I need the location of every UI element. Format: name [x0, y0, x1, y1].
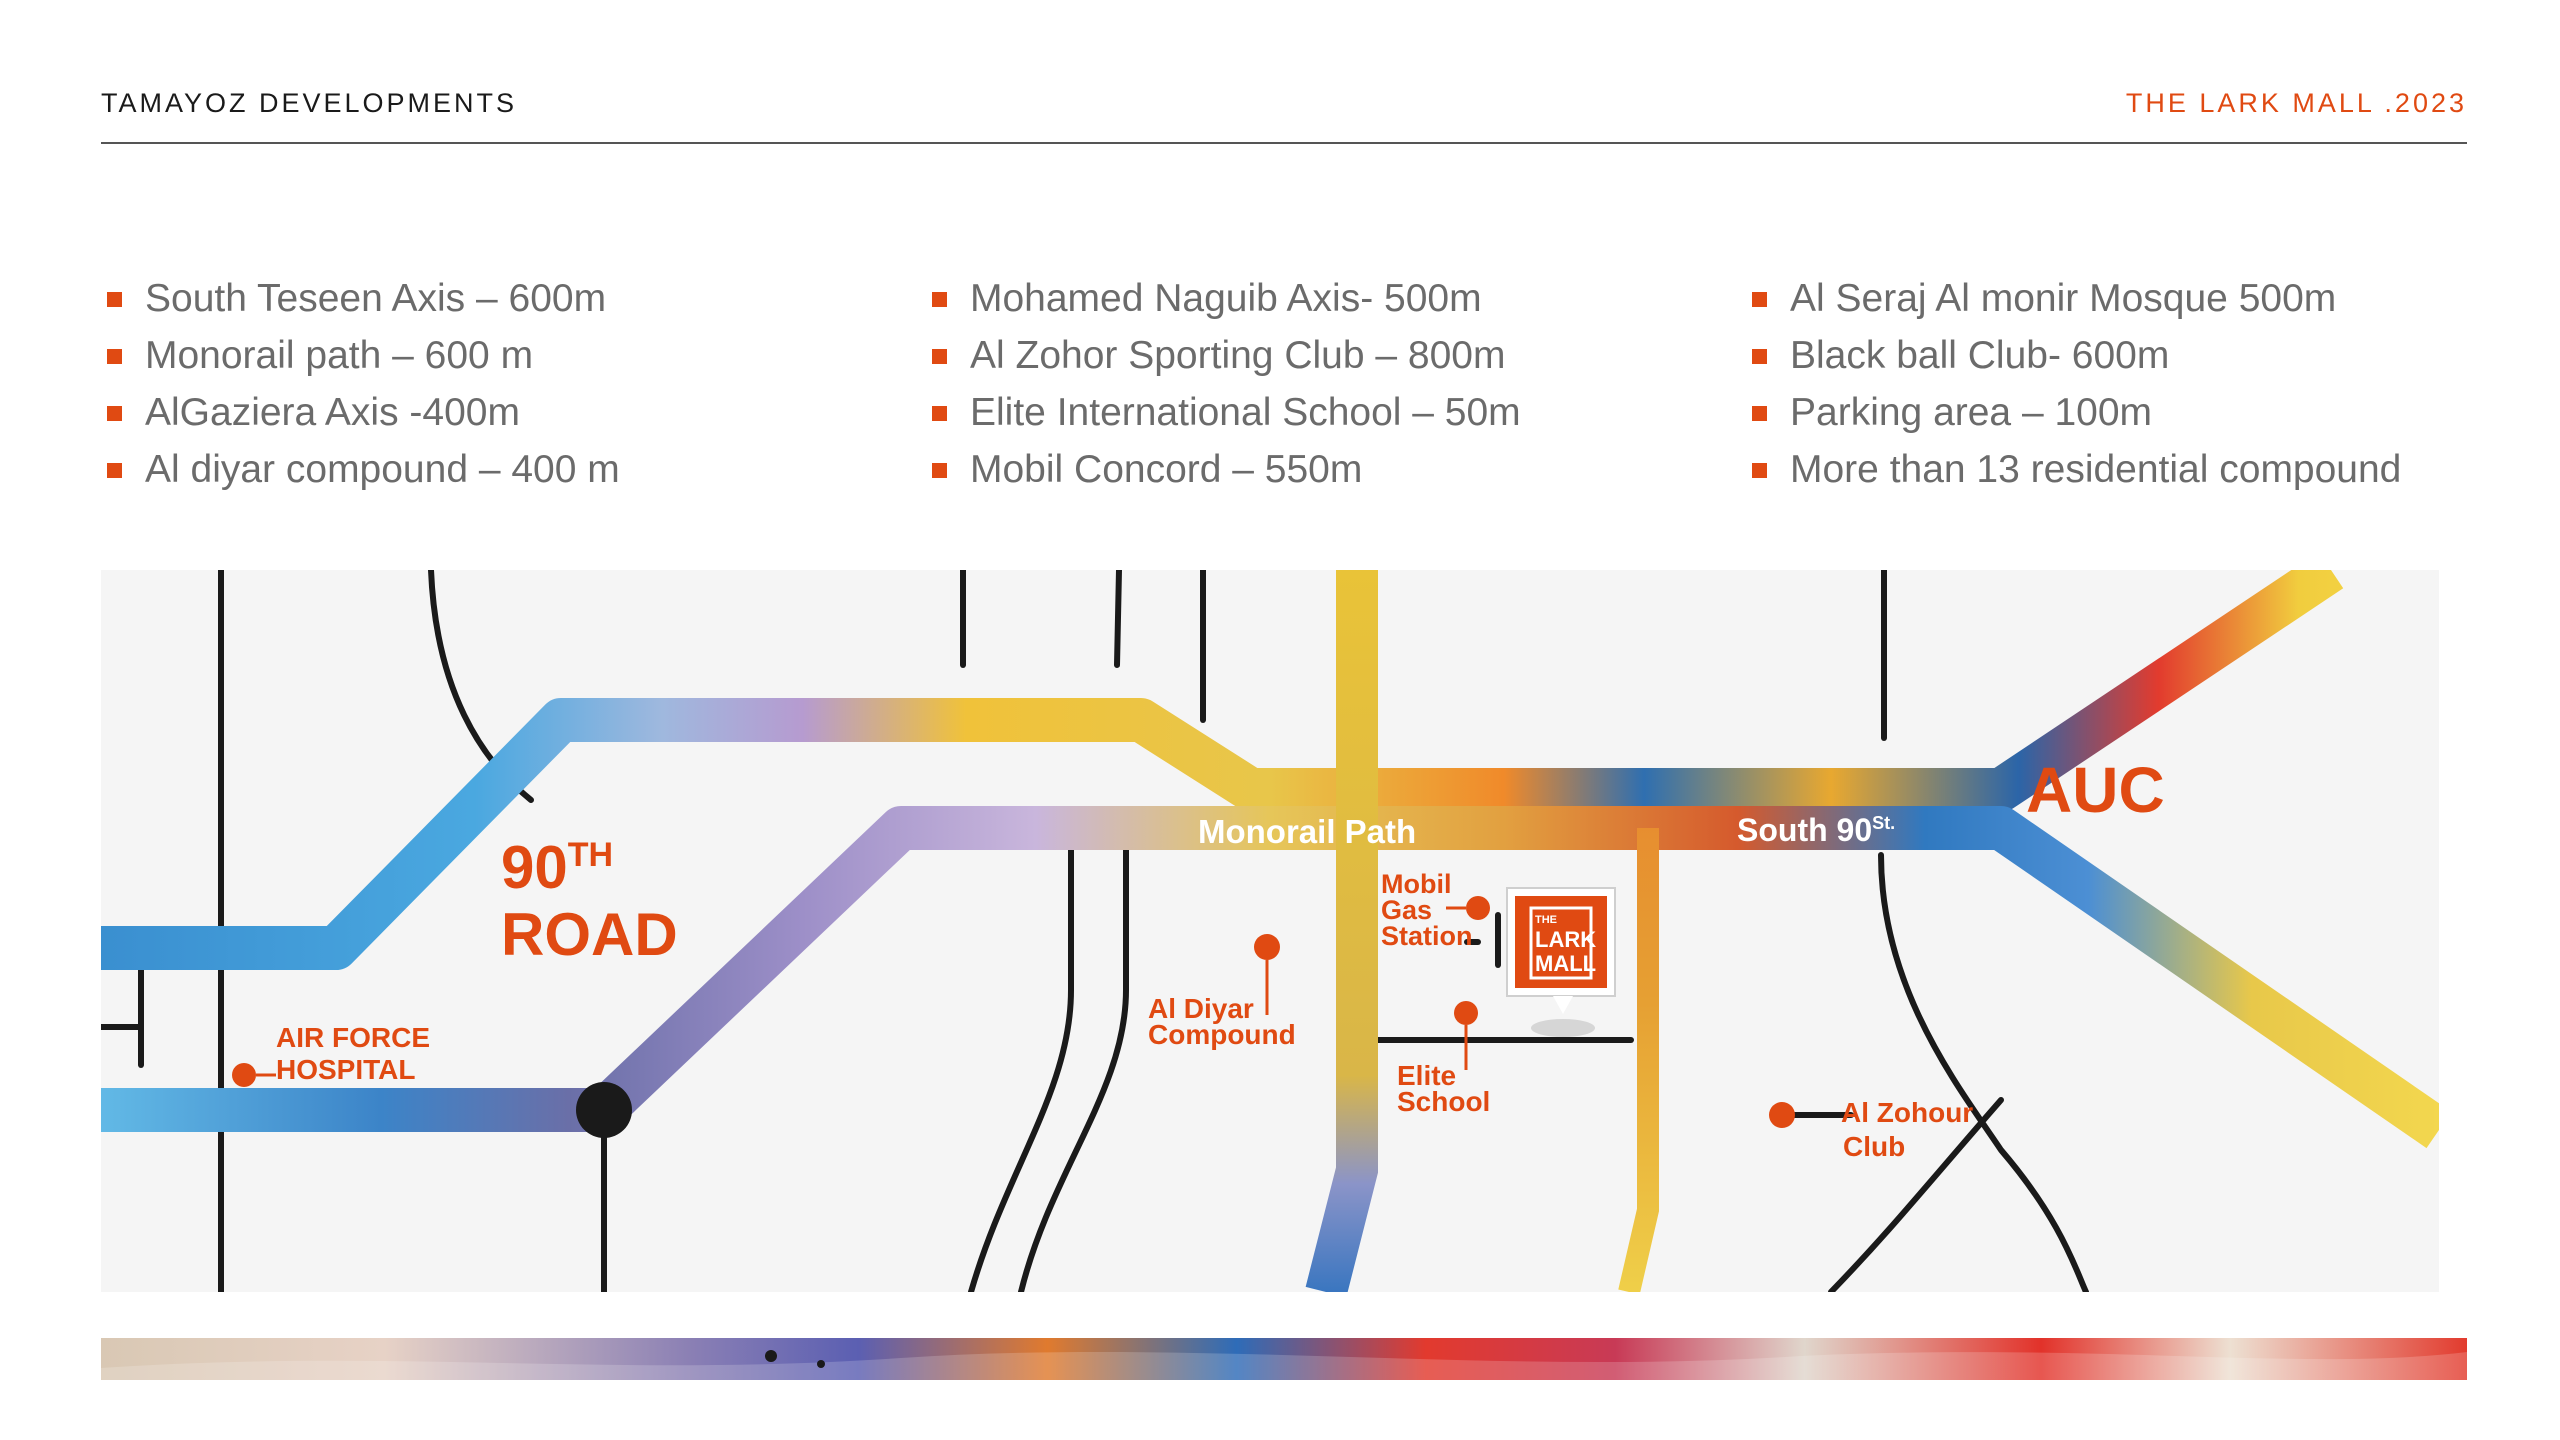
- svg-text:Gas: Gas: [1381, 895, 1432, 925]
- list-item: Monorail path – 600 m: [101, 327, 901, 384]
- road-90th-label: 90TH: [501, 834, 613, 901]
- list-item: Parking area – 100m: [1746, 384, 2546, 441]
- junction-dot: [576, 1082, 632, 1138]
- minor-roads: [101, 570, 2089, 1292]
- list-item: Al diyar compound – 400 m: [101, 441, 901, 498]
- bullet-square-icon: [1752, 406, 1767, 421]
- list-item: Al Zohor Sporting Club – 800m: [926, 327, 1726, 384]
- list-item: Mohamed Naguib Axis- 500m: [926, 270, 1726, 327]
- bullet-square-icon: [932, 406, 947, 421]
- company-name: TAMAYOZ DEVELOPMENTS: [101, 88, 518, 118]
- svg-text:Al Diyar: Al Diyar: [1148, 993, 1254, 1024]
- distance-list: South Teseen Axis – 600m Monorail path –…: [101, 270, 2461, 500]
- distance-column-2: Mohamed Naguib Axis- 500m Al Zohor Sport…: [926, 270, 1726, 498]
- bullet-square-icon: [1752, 463, 1767, 478]
- poi-air-force-hospital: AIR FORCE HOSPITAL: [232, 1022, 430, 1087]
- svg-text:Station: Station: [1381, 921, 1473, 951]
- svg-text:HOSPITAL: HOSPITAL: [276, 1054, 415, 1085]
- svg-text:Al Zohour: Al Zohour: [1841, 1097, 1973, 1128]
- monorail-path-label: Monorail Path: [1198, 813, 1416, 850]
- svg-text:Club: Club: [1843, 1131, 1905, 1162]
- svg-text:School: School: [1397, 1086, 1490, 1117]
- map-canvas: 90TH ROAD Monorail Path South 90St. AUC …: [101, 570, 2439, 1292]
- road-vertical-axis: [1305, 570, 1378, 1292]
- bullet-square-icon: [932, 349, 947, 364]
- bullet-square-icon: [932, 292, 947, 307]
- list-item: Black ball Club- 600m: [1746, 327, 2546, 384]
- list-item: Mobil Concord – 550m: [926, 441, 1726, 498]
- road-access: [1618, 828, 1659, 1292]
- bullet-square-icon: [1752, 292, 1767, 307]
- bullet-square-icon: [932, 463, 947, 478]
- svg-text:MALL: MALL: [1535, 951, 1596, 976]
- bullet-square-icon: [107, 463, 122, 478]
- poi-al-diyar-compound: Al Diyar Compound: [1148, 934, 1296, 1050]
- list-item: Al Seraj Al monir Mosque 500m: [1746, 270, 2546, 327]
- decorative-graffiti-strip: [101, 1338, 2467, 1380]
- list-item: Elite International School – 50m: [926, 384, 1726, 441]
- bullet-square-icon: [107, 406, 122, 421]
- south-90-label: South 90St.: [1737, 812, 1895, 848]
- bullet-square-icon: [107, 349, 122, 364]
- road-monorail-south90: [101, 806, 2439, 1149]
- page-header: TAMAYOZ DEVELOPMENTS THE LARK MALL .2023: [101, 78, 2467, 144]
- svg-text:AIR FORCE: AIR FORCE: [276, 1022, 430, 1053]
- list-item: More than 13 residential compound: [1746, 441, 2546, 498]
- poi-elite-school: Elite School: [1397, 1001, 1490, 1117]
- list-item: South Teseen Axis – 600m: [101, 270, 901, 327]
- poi-al-zohour-club: Al Zohour Club: [1769, 1097, 1973, 1162]
- road-90th: [101, 570, 2344, 970]
- svg-text:THE: THE: [1535, 914, 1557, 926]
- distance-column-3: Al Seraj Al monir Mosque 500m Black ball…: [1746, 270, 2546, 498]
- auc-label: AUC: [2026, 754, 2165, 826]
- distance-column-1: South Teseen Axis – 600m Monorail path –…: [101, 270, 901, 498]
- bullet-square-icon: [1752, 349, 1767, 364]
- svg-text:Mobil: Mobil: [1381, 869, 1451, 899]
- list-item: AlGaziera Axis -400m: [101, 384, 901, 441]
- poi-mobil-gas-station: Mobil Gas Station: [1381, 869, 1490, 951]
- location-map: 90TH ROAD Monorail Path South 90St. AUC …: [101, 570, 2439, 1292]
- svg-text:Elite: Elite: [1397, 1060, 1456, 1091]
- graffiti-strip-canvas: [101, 1338, 2467, 1380]
- svg-text:LARK: LARK: [1535, 927, 1596, 952]
- svg-text:Compound: Compound: [1148, 1019, 1296, 1050]
- project-title: THE LARK MALL .2023: [2125, 88, 2467, 118]
- lark-mall-marker: THE LARK MALL: [1506, 887, 1616, 1037]
- road-90th-label-2: ROAD: [501, 901, 678, 968]
- bullet-square-icon: [107, 292, 122, 307]
